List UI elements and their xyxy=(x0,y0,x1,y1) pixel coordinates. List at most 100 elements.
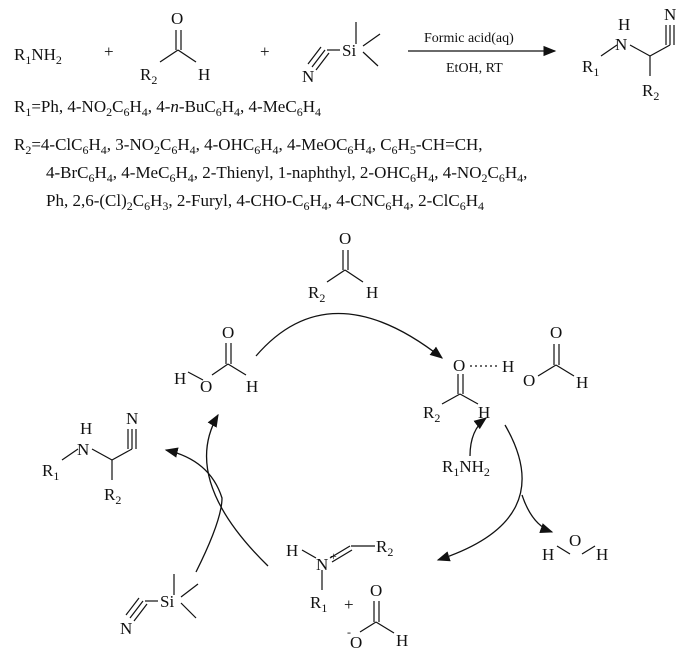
formate xyxy=(359,601,395,634)
cp-n: N xyxy=(77,440,89,459)
im-n-c-2 xyxy=(331,549,353,563)
im-r2: R2 xyxy=(376,537,393,559)
tmscn-nitrogen: N xyxy=(302,67,314,86)
plus-sign-2: + xyxy=(260,42,270,61)
r2-definition-line-2: 4-BrC6H4, 4-MeC6H4, 2-Thienyl, 1-naphthy… xyxy=(46,163,527,185)
product-h: H xyxy=(618,15,630,34)
aldehyde-oxygen: O xyxy=(171,9,183,28)
formate-minus: - xyxy=(347,625,351,639)
cycle-arrow-top xyxy=(255,312,444,359)
tmscn-silicon: Si xyxy=(342,41,356,60)
r2-definition-line-3: Ph, 2,6-(Cl)2C6H3, 2-Furyl, 4-CHO-C6H4, … xyxy=(46,191,484,213)
product-nitrile-n: N xyxy=(664,5,676,24)
substituent-definitions: R1=Ph, 4-NO2C6H4, 4-n-BuC6H4, 4-MeC6H4 R… xyxy=(14,97,527,213)
arrow-conditions-top: Formic acid(aq) xyxy=(424,31,514,46)
cycle-tmscn xyxy=(125,574,199,622)
aldehyde-hydrogen: H xyxy=(198,65,210,84)
formate-carbonyl-o: O xyxy=(370,581,382,600)
formate-o-c xyxy=(359,621,377,633)
formate-h: H xyxy=(396,631,408,650)
n-c-bond xyxy=(629,44,651,57)
formic-acid xyxy=(187,343,247,381)
fa-o-c-bond xyxy=(211,363,229,376)
cycle-cn-2 xyxy=(133,603,148,622)
fa-h: H xyxy=(174,369,186,388)
hb-o-c xyxy=(537,364,557,377)
formate-c-h xyxy=(375,621,395,634)
hb-formic-o: O xyxy=(523,371,535,390)
aldehyde-h-bond xyxy=(177,49,197,63)
c-cn-bond xyxy=(649,44,671,57)
cycle-si-me-2 xyxy=(180,602,197,619)
amine-attack-arrow xyxy=(469,417,488,457)
cycle-aldehyde-o: O xyxy=(339,229,351,248)
cycle-tmscn-si: Si xyxy=(160,592,174,611)
arrow-conditions-bottom: EtOH, RT xyxy=(446,61,503,76)
cycle-cn-3 xyxy=(125,597,140,616)
water-o: O xyxy=(569,531,581,550)
reactant-amine: R1NH2 xyxy=(14,45,62,67)
iminium xyxy=(301,545,375,590)
cycle-aldehyde xyxy=(326,250,364,283)
water-bond-1 xyxy=(556,545,571,555)
water xyxy=(556,545,596,555)
water-bond-2 xyxy=(581,545,596,555)
hb-h-bond xyxy=(459,393,479,405)
hb-h-label: H xyxy=(478,403,490,422)
aldehyde-r2-label: R2 xyxy=(140,65,157,87)
reactant-aldehyde xyxy=(159,30,197,63)
hb-formic-h: H xyxy=(576,373,588,392)
product-aminonitrile xyxy=(600,25,675,76)
im-n-c-1 xyxy=(329,545,351,559)
cycle-cn-1 xyxy=(129,600,144,619)
cp-nitrile-n: N xyxy=(126,409,138,428)
fa-h-o-bond xyxy=(187,371,204,381)
amine-label: R1NH2 xyxy=(14,45,62,67)
formate-o: O xyxy=(350,633,362,652)
im-n: N xyxy=(316,555,328,574)
fa-h-2: H xyxy=(246,377,258,396)
cycle-arrow-right xyxy=(436,424,523,562)
hb-formic-carbonyl-o: O xyxy=(550,323,562,342)
cp-r1: R1 xyxy=(42,461,59,483)
r1-n-bond xyxy=(600,44,618,57)
im-r1: R1 xyxy=(310,593,327,615)
hb-r2-label: R2 xyxy=(423,403,440,425)
cp-r2: R2 xyxy=(104,485,121,507)
cn-triple-3 xyxy=(307,46,322,65)
cp-r1-n xyxy=(61,448,79,461)
si-me-1 xyxy=(362,33,381,47)
product-r2: R2 xyxy=(642,81,659,103)
plus-sign-1: + xyxy=(104,42,114,61)
hb-h: H xyxy=(502,357,514,376)
r2-definition-line-1: R2=4-ClC6H4, 3-NO2C6H4, 4-OHC6H4, 4-MeOC… xyxy=(14,135,483,157)
water-h1: H xyxy=(542,545,554,564)
catalytic-cycle-arrows xyxy=(164,312,554,573)
hb-c-h xyxy=(555,364,575,377)
water-h2: H xyxy=(596,545,608,564)
cp-c-cn xyxy=(111,448,133,461)
aldehyde-r2-bond xyxy=(159,49,179,63)
cn-triple-1 xyxy=(311,49,326,68)
cp-n-c xyxy=(91,448,113,461)
product-n: N xyxy=(615,35,627,54)
cycle-aldehyde-r2-label: R2 xyxy=(308,283,325,305)
fa-carbonyl-o: O xyxy=(222,323,234,342)
r1-definition: R1=Ph, 4-NO2C6H4, 4-n-BuC6H4, 4-MeC6H4 xyxy=(14,97,321,119)
fa-o: O xyxy=(200,377,212,396)
product-r1: R1 xyxy=(582,57,599,79)
cn-triple-2 xyxy=(315,52,330,71)
hbond-complex xyxy=(441,344,575,405)
cp-h: H xyxy=(80,419,92,438)
tmscn-attack-arrow xyxy=(164,447,223,573)
hb-r2-bond xyxy=(441,393,461,405)
cycle-aldehyde-h-label: H xyxy=(366,283,378,302)
cycle-arrow-left xyxy=(205,413,269,567)
hb-aldehyde-o: O xyxy=(453,356,465,375)
im-plus-charge: + xyxy=(330,549,337,563)
im-h-n xyxy=(301,549,317,559)
si-me-2 xyxy=(362,51,379,67)
im-h: H xyxy=(286,541,298,560)
